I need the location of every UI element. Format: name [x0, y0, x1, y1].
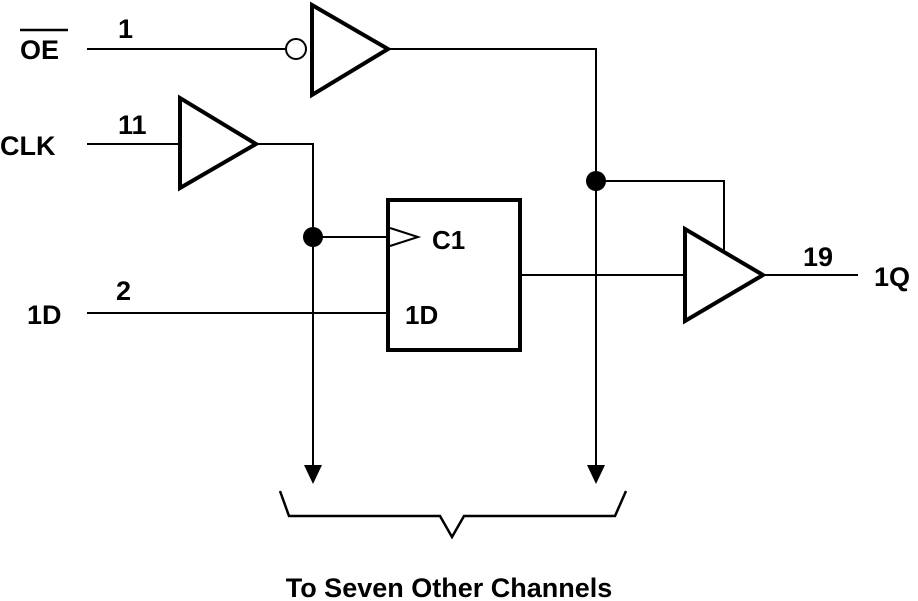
q-pin-number: 19	[803, 242, 833, 272]
clk-down-arrow	[304, 465, 322, 484]
q-signal-label: 1Q	[874, 262, 910, 292]
flipflop-box	[386, 198, 522, 352]
oe-to-output-enable-wire	[596, 180, 725, 253]
output-buffer-triangle	[683, 225, 767, 325]
clk-pin-number: 11	[118, 110, 147, 140]
clk-signal-label: CLK	[0, 131, 56, 161]
oe-signal-label: OE	[20, 35, 59, 65]
clk-junction-dot	[303, 227, 323, 247]
oe-junction-dot	[586, 171, 606, 191]
oe-buffer-triangle	[310, 1, 392, 99]
oe-pin-number: 1	[118, 14, 133, 44]
oe-down-arrow	[587, 465, 605, 484]
channels-caption: To Seven Other Channels	[286, 573, 613, 601]
d-signal-label: 1D	[27, 300, 62, 330]
clock-edge-marker	[389, 227, 422, 247]
d-pin-number: 2	[116, 276, 131, 306]
channels-bracket	[278, 490, 628, 540]
oe-inversion-bubble	[285, 38, 307, 60]
flipflop-clock-label: C1	[432, 225, 465, 255]
clk-wire	[256, 143, 314, 465]
oe-enable-wire	[388, 48, 597, 465]
clk-buffer-triangle	[178, 94, 260, 192]
flipflop-data-label: 1D	[405, 300, 438, 330]
